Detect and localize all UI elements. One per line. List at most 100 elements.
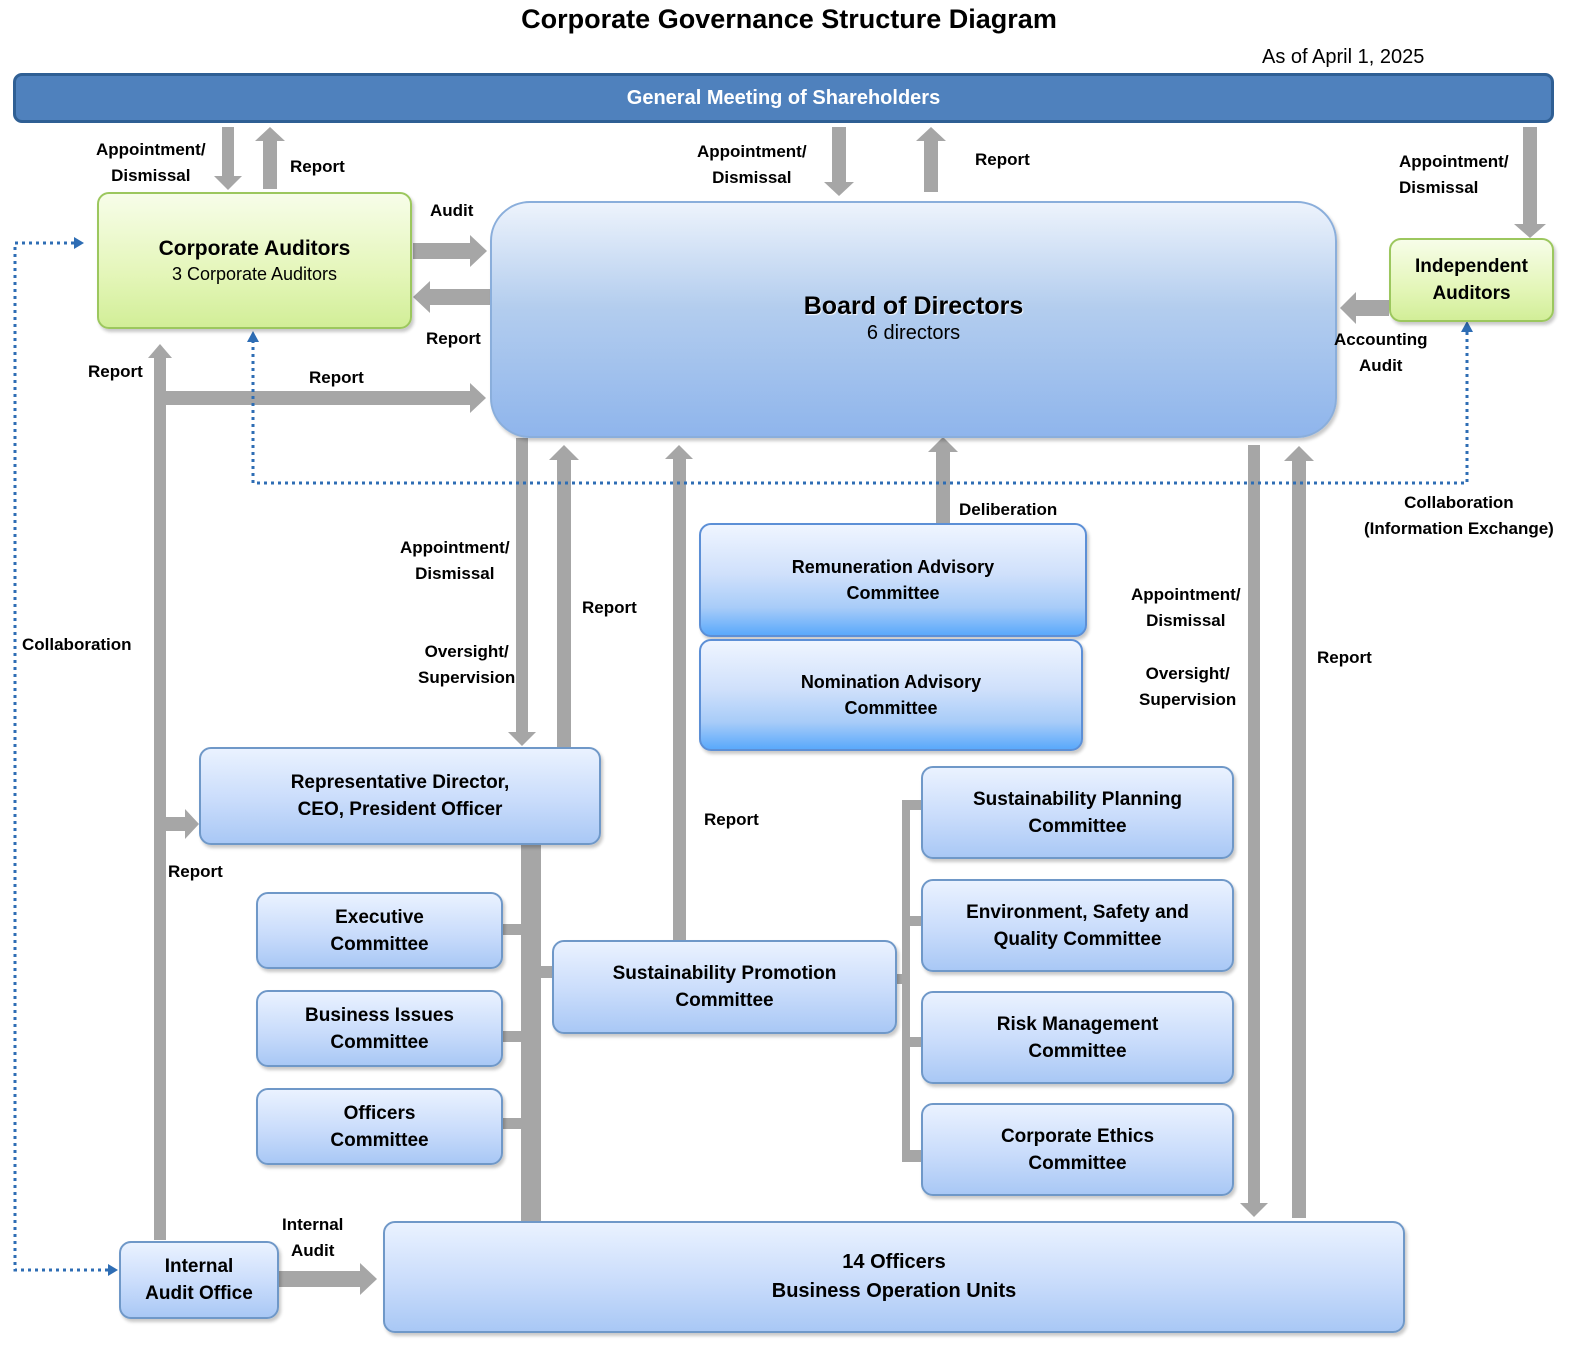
label-appointment-text: Appointment/ — [400, 538, 510, 557]
arrow-report-to-shareholders-from-board — [916, 127, 946, 192]
officers-committee-box: Officers Committee — [256, 1088, 503, 1165]
collaboration-info-exchange-line — [251, 330, 1469, 485]
business-issues-committee-box: Business Issues Committee — [256, 990, 503, 1067]
representative-line1: Representative Director, — [290, 772, 510, 793]
esq-line1: Environment, Safety and — [966, 901, 1189, 923]
label-collaboration-text: Collaboration — [1404, 493, 1514, 512]
label-dismissal-text: Dismissal — [415, 564, 495, 583]
officers-count: 14 Officers — [842, 1251, 946, 1273]
arrow-appointment-independent-auditors — [1514, 127, 1546, 238]
label-info-exchange-text: (Information Exchange) — [1364, 519, 1554, 538]
representative-director-box: Representative Director, CEO, President … — [199, 747, 601, 845]
label-appointment-text: Appointment/ — [697, 142, 807, 161]
business-issues-line2: Committee — [330, 1031, 429, 1053]
label-appointment-board: Appointment/ Dismissal — [697, 139, 807, 191]
arrow-accounting-audit — [1340, 292, 1389, 324]
label-report-auditors-to-shareholders: Report — [290, 157, 345, 176]
arrow-report-board-to-auditors — [413, 281, 490, 313]
label-dismissal-text: Dismissal — [1146, 611, 1226, 630]
label-collaboration-info-exchange: Collaboration (Information Exchange) — [1364, 490, 1554, 542]
arrow-report-internal-audit-to-auditors — [148, 344, 172, 1240]
esq-committee-box: Environment, Safety and Quality Committe… — [921, 879, 1234, 972]
label-report-internal-to-auditors: Report — [88, 362, 143, 381]
bracket-esq — [910, 916, 922, 926]
collaboration-line-left — [13, 241, 108, 1272]
arrow-appointment-officers — [1240, 445, 1268, 1217]
sustainability-planning-box: Sustainability Planning Committee — [921, 766, 1234, 859]
bracket-planning — [902, 800, 922, 810]
internal-audit-office-line2: Audit Office — [145, 1283, 253, 1304]
label-audit-text: Audit — [1359, 356, 1403, 375]
esq-line2: Quality Committee — [993, 928, 1162, 950]
label-appointment-officers: Appointment/ Dismissal — [1131, 582, 1241, 634]
label-appointment-independent-auditors: Appointment/ Dismissal — [1399, 149, 1509, 201]
label-appointment-text: Appointment/ — [1131, 585, 1241, 604]
arrow-appointment-representative — [508, 438, 536, 746]
nomination-line1: Nomination Advisory — [800, 672, 982, 692]
as-of-date: As of April 1, 2025 — [1262, 46, 1425, 68]
label-dismissal-text: Dismissal — [111, 166, 191, 185]
remuneration-committee-box: Remuneration Advisory Committee — [699, 523, 1087, 637]
connector-officers-committee — [503, 1118, 521, 1129]
label-oversight-officers: Oversight/ Supervision — [1139, 661, 1236, 713]
label-report-board-to-shareholders: Report — [975, 150, 1030, 169]
ethics-line1: Corporate Ethics — [1000, 1125, 1155, 1147]
label-report-representative-to-board: Report — [582, 598, 637, 617]
sustainability-promotion-box: Sustainability Promotion Committee — [552, 940, 897, 1034]
label-report-board-to-auditors: Report — [426, 329, 481, 348]
executive-committee-box: Executive Committee — [256, 892, 503, 969]
arrow-audit — [413, 235, 487, 267]
label-oversight-representative: Oversight/ Supervision — [418, 639, 515, 691]
label-supervision-text: Supervision — [1139, 690, 1237, 709]
arrowhead-to-corporate-auditors — [74, 237, 84, 249]
officers-committee-line1: Officers — [343, 1102, 416, 1124]
connector-sustainability-promotion — [541, 966, 553, 978]
label-oversight-text: Oversight/ — [424, 642, 509, 661]
connector-business-issues — [503, 1031, 521, 1042]
board-of-directors-box: Board of Directors 6 directors — [490, 201, 1337, 438]
business-operation-units-label: Business Operation Units — [771, 1280, 1017, 1302]
risk-management-box: Risk Management Committee — [921, 991, 1234, 1084]
independent-auditors-line2: Auditors — [1432, 283, 1511, 304]
nomination-line2: Committee — [844, 698, 938, 718]
corporate-auditors-title: Corporate Auditors — [158, 237, 351, 260]
arrow-internal-audit — [279, 1263, 377, 1295]
label-internal-text: Internal — [282, 1215, 344, 1234]
dotted-collaboration-lines — [13, 241, 1469, 1272]
bracket-ethics — [902, 1150, 922, 1162]
executive-spine — [521, 845, 541, 1223]
independent-auditors-line1: Independent — [1415, 256, 1528, 277]
independent-auditors-box: Independent Auditors — [1389, 238, 1554, 322]
business-issues-line1: Business Issues — [305, 1004, 454, 1026]
label-report-internal-to-board: Report — [309, 368, 364, 387]
shareholders-label: General Meeting of Shareholders — [626, 86, 941, 109]
label-oversight-text: Oversight/ — [1145, 664, 1230, 683]
label-report-officers-to-board: Report — [1317, 648, 1372, 667]
label-dismissal-text: Dismissal — [712, 168, 792, 187]
label-report-sustainability-to-board: Report — [704, 810, 759, 829]
label-dismissal-text: Dismissal — [1399, 178, 1479, 197]
arrow-appointment-corporate-auditors — [214, 127, 242, 190]
internal-audit-office-line1: Internal — [164, 1256, 234, 1277]
arrow-report-internal-audit-to-representative — [166, 809, 199, 839]
label-audit: Audit — [430, 201, 474, 220]
remuneration-line2: Committee — [846, 583, 940, 603]
arrow-report-representative-to-board — [549, 445, 579, 747]
corporate-ethics-box: Corporate Ethics Committee — [921, 1103, 1234, 1196]
risk-line1: Risk Management — [996, 1013, 1159, 1035]
arrow-report-to-shareholders-from-auditors — [255, 127, 285, 189]
solid-arrows — [148, 127, 1546, 1295]
label-appointment-text: Appointment/ — [96, 140, 206, 159]
arrow-report-internal-audit-to-board — [166, 383, 486, 413]
label-appointment-representative: Appointment/ Dismissal — [400, 535, 510, 587]
remuneration-line1: Remuneration Advisory — [791, 557, 995, 577]
label-collaboration-left: Collaboration — [22, 635, 132, 654]
shareholders-meeting-box: General Meeting of Shareholders — [13, 73, 1554, 123]
officers-committee-line2: Committee — [330, 1129, 429, 1151]
sustainability-promotion-line1: Sustainability Promotion — [612, 963, 837, 984]
corporate-auditors-count: 3 Corporate Auditors — [171, 264, 338, 284]
sustainability-planning-line2: Committee — [1028, 815, 1127, 837]
arrowhead-up-independent-auditors — [1461, 321, 1473, 332]
arrowhead-to-internal-audit — [108, 1264, 118, 1276]
